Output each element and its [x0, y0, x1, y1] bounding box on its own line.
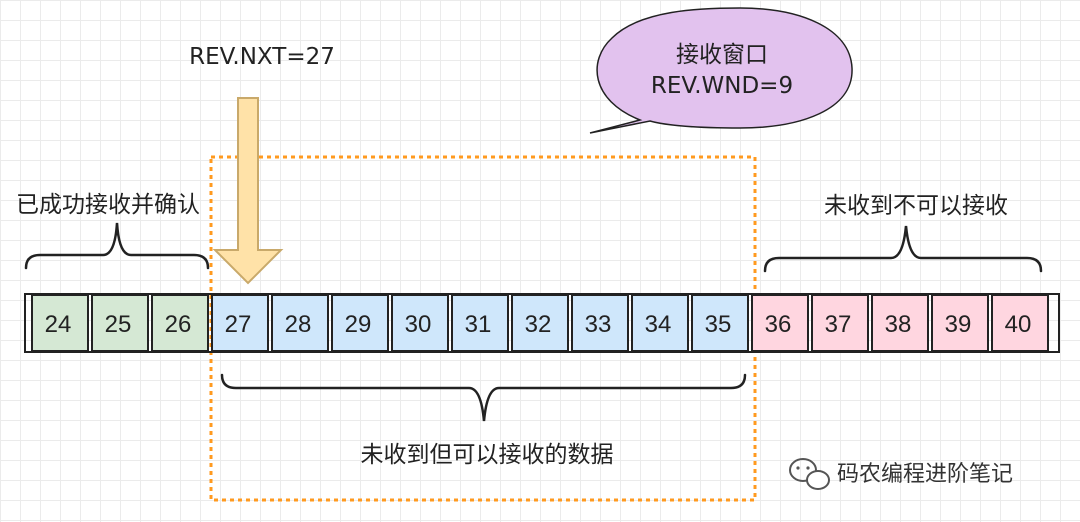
receivable-label: 未收到但可以接收的数据 [361, 442, 614, 468]
segment-cell-38 [871, 294, 929, 352]
segment-row: 24 25 26 27 28 29 30 31 32 33 34 35 36 37 38 39 40 [31, 294, 1049, 352]
segment-cell-40 [991, 294, 1049, 352]
segment-cell-39 [931, 294, 989, 352]
segment-cell-36 [751, 294, 809, 352]
segment-cell-35 [691, 294, 749, 352]
wechat-icon [789, 458, 830, 490]
segment-label-33: 33 [585, 311, 612, 338]
segment-label-25: 25 [105, 311, 132, 338]
segment-cell-24 [31, 294, 89, 352]
segment-label-38: 38 [885, 311, 912, 338]
segment-label-36: 36 [765, 311, 792, 338]
acked-brace [24, 222, 210, 270]
receive-window-bubble [589, 7, 853, 134]
segment-label-31: 31 [465, 311, 492, 338]
segment-cell-29 [331, 294, 389, 352]
rev-nxt-arrow [212, 97, 284, 285]
segment-label-40: 40 [1005, 311, 1032, 338]
segment-cell-32 [511, 294, 569, 352]
segment-label-39: 39 [945, 311, 972, 338]
segment-label-29: 29 [345, 311, 372, 338]
window-size-label: REV.WND=9 [651, 73, 793, 99]
segment-cell-25 [91, 294, 149, 352]
segment-cell-37 [811, 294, 869, 352]
window-title-label: 接收窗口 [676, 42, 768, 68]
receivable-brace [220, 373, 747, 422]
not-receivable-label: 未收到不可以接收 [824, 193, 1008, 219]
segment-cell-28 [271, 294, 329, 352]
segment-label-32: 32 [525, 311, 552, 338]
segment-cell-30 [391, 294, 449, 352]
segment-label-35: 35 [705, 311, 732, 338]
segment-cell-31 [451, 294, 509, 352]
segment-cell-26 [151, 294, 209, 352]
segment-label-24: 24 [45, 311, 72, 338]
segment-cell-33 [571, 294, 629, 352]
segment-label-37: 37 [825, 311, 852, 338]
segment-label-30: 30 [405, 311, 432, 338]
segment-cell-27 [211, 294, 269, 352]
segment-label-28: 28 [285, 311, 312, 338]
segment-label-27: 27 [225, 311, 252, 338]
watermark-text: 码农编程进阶笔记 [837, 462, 1013, 487]
not-receivable-brace [763, 225, 1043, 273]
rev-nxt-label: REV.NXT=27 [189, 44, 335, 70]
segment-label-26: 26 [165, 311, 192, 338]
segment-cell-34 [631, 294, 689, 352]
acked-label: 已成功接收并确认 [16, 192, 200, 218]
segment-label-34: 34 [645, 311, 672, 338]
